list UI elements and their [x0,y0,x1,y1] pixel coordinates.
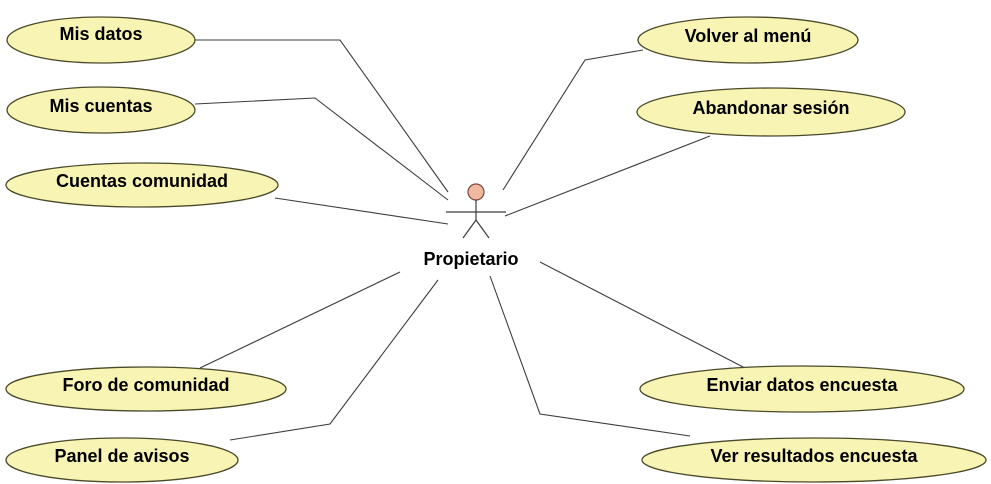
assoc-volver-menu [502,49,644,191]
usecase-label: Volver al menú [685,26,812,46]
assoc-mis-cuentas [194,97,449,201]
usecase-volver-menu[interactable]: Volver al menú [637,16,859,64]
usecase-cuentas-comunidad[interactable]: Cuentas comunidad [5,162,279,208]
usecase-panel-avisos[interactable]: Panel de avisos [5,437,239,483]
actor-propietario[interactable]: Propietario [423,183,519,269]
usecase-label: Mis cuentas [49,96,152,116]
actor-head-icon [467,183,485,201]
assoc-panel-avisos [229,279,439,441]
actor-leg-left [462,219,477,239]
assoc-foro-comunidad [199,271,401,369]
usecase-label: Ver resultados encuesta [710,446,918,466]
associations [194,39,746,441]
usecase-label: Cuentas comunidad [56,171,228,191]
usecase-mis-cuentas[interactable]: Mis cuentas [6,86,196,134]
assoc-cuentas-comunidad [274,197,449,225]
actor-leg-right [475,219,490,239]
usecase-mis-datos[interactable]: Mis datos [6,16,196,64]
usecase-enviar-datos-encuesta[interactable]: Enviar datos encuesta [639,365,965,413]
assoc-enviar-datos [539,261,746,369]
usecase-foro-comunidad[interactable]: Foro de comunidad [5,366,287,412]
usecase-abandonar-sesion[interactable]: Abandonar sesión [636,87,906,137]
usecase-label: Panel de avisos [54,446,189,466]
assoc-ver-resultados [489,275,691,437]
usecase-label: Enviar datos encuesta [706,375,898,395]
assoc-mis-datos [195,39,449,193]
usecase-label: Mis datos [59,24,142,44]
assoc-abandonar-sesion [504,135,711,217]
usecase-ver-resultados-encuesta[interactable]: Ver resultados encuesta [641,437,987,483]
usecase-label: Foro de comunidad [62,375,229,395]
usecase-label: Abandonar sesión [692,98,849,118]
actor-label: Propietario [423,249,518,269]
